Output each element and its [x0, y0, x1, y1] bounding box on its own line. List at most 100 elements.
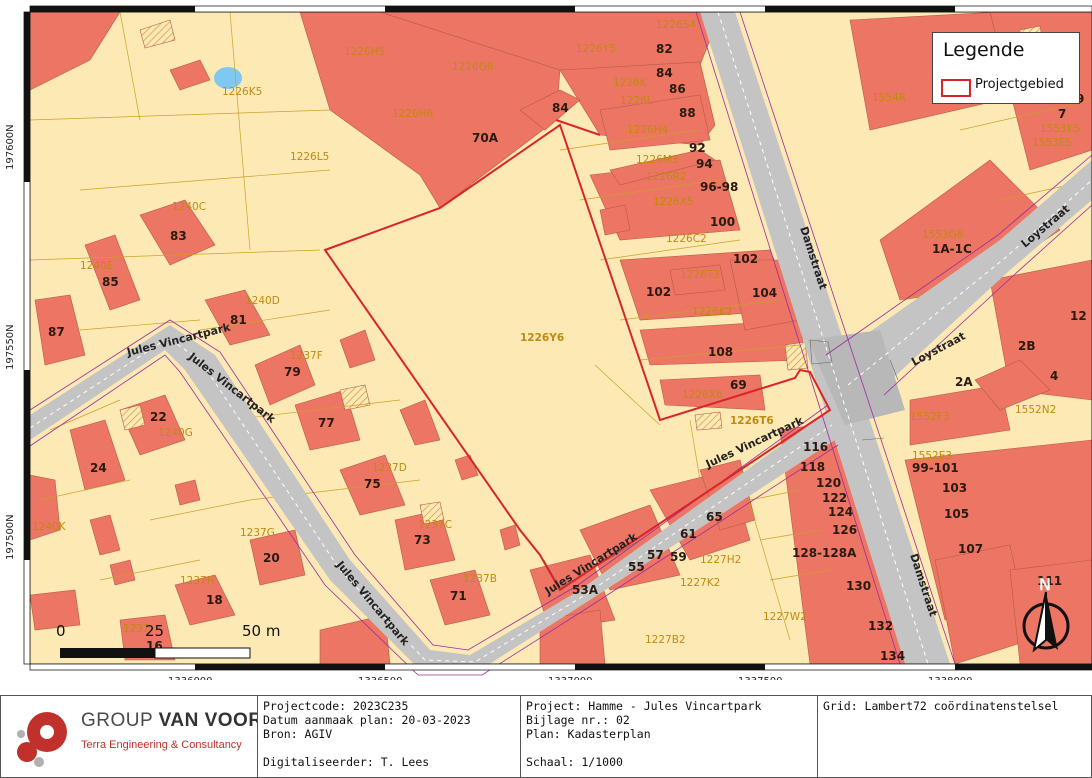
grid-text: Grid: Lambert72 coördinatenstelsel — [823, 699, 1059, 713]
parcel-label: 1240E — [80, 260, 113, 272]
parcel-label: 1226H5 — [344, 46, 385, 58]
house-number: 65 — [706, 510, 723, 524]
company-logo-icon — [17, 712, 67, 767]
scale-label: 25 — [145, 622, 164, 640]
plan-text: Plan: Kadasterplan — [526, 727, 651, 741]
parcel-label: 1553E5 — [1032, 137, 1072, 149]
north-arrow-icon: N — [1022, 575, 1070, 653]
house-number: 73 — [414, 533, 431, 547]
house-number: 122 — [822, 491, 847, 505]
parcel-label: 1226X6 — [682, 389, 723, 401]
parcel-label: 1226R2 — [646, 171, 687, 183]
house-number: 99-101 — [912, 461, 959, 475]
house-number: 75 — [364, 477, 381, 491]
grid-x-label: 1337000 — [548, 676, 593, 680]
house-number: 132 — [868, 619, 893, 633]
grid-x-label: 1336000 — [168, 676, 213, 680]
house-number: 85 — [102, 275, 119, 289]
grid-x-label: 1336500 — [358, 676, 403, 680]
parcel-label: 1226Y6 — [520, 332, 564, 344]
house-number: 57 — [647, 548, 664, 562]
house-number: 24 — [90, 461, 107, 475]
house-number: 79 — [284, 365, 301, 379]
house-number: 2B — [1018, 339, 1036, 353]
parcel-lines — [29, 11, 1092, 641]
parcel-label: 1240C — [172, 201, 206, 213]
grid-x-label: 1338000 — [928, 676, 973, 680]
house-number: 1A-1C — [932, 242, 972, 256]
projectcode-text: Projectcode: 2023C235 — [263, 699, 409, 713]
parcel-label: 1226H6 — [392, 108, 434, 120]
house-number: 102 — [646, 285, 671, 299]
house-number: 12 — [1070, 309, 1087, 323]
grid-y-label: 197550N — [5, 324, 16, 370]
project-info-cell: Project: Hamme - Jules Vincartpark Bijla… — [520, 695, 818, 778]
house-number: 128-128A — [792, 546, 857, 560]
grid-x-label: 1337500 — [738, 676, 783, 680]
parcel-label: 1237H — [180, 575, 215, 587]
legend-swatch-project — [941, 79, 971, 97]
parcel-label: 1240K — [32, 521, 67, 533]
roads — [29, 11, 1092, 676]
parcel-label: 1226T3 — [680, 269, 720, 281]
house-number: 82 — [656, 42, 673, 56]
map-area — [29, 11, 1092, 676]
house-number: 7 — [1058, 107, 1066, 121]
parcel-label: 1226G6 — [452, 61, 494, 73]
parcel-label: 1226L — [620, 95, 653, 107]
parcel-label: 1553K5 — [1040, 123, 1080, 135]
legend-item-label: Projectgebied — [975, 77, 1064, 92]
house-number: 9 — [1076, 92, 1084, 106]
parcel-label: 1226T6 — [730, 415, 774, 427]
house-number: 96-98 — [700, 180, 738, 194]
house-number: 105 — [944, 507, 969, 521]
parcel-label: 1226S4 — [656, 19, 696, 31]
parcel-label: 1226C2 — [666, 233, 707, 245]
house-number: 55 — [628, 560, 645, 574]
house-number: 18 — [206, 593, 223, 607]
grid-y-label: 197500N — [5, 514, 16, 560]
parcel-label: 1227H2 — [700, 554, 741, 566]
house-number: 107 — [958, 542, 983, 556]
house-number: 111 — [1037, 574, 1062, 588]
parcel-label: 1240D — [245, 295, 280, 307]
parcel-label: 1237F — [290, 350, 323, 362]
project-text: Project: Hamme - Jules Vincartpark — [526, 699, 762, 713]
parcel-label: 1553G6 — [922, 229, 964, 241]
logo-cell: GROUP VAN VOOREN Terra Engineering & Con… — [0, 695, 289, 778]
house-number: 103 — [942, 481, 967, 495]
parcel-label: 1226L5 — [290, 151, 329, 163]
company-name: GROUP VAN VOOREN — [81, 710, 290, 731]
house-number: 86 — [669, 82, 686, 96]
house-number: 83 — [170, 229, 187, 243]
parcel-label: 1227K2 — [680, 577, 720, 589]
parcel-label: 1226K — [613, 77, 648, 89]
house-number: 4 — [1050, 369, 1058, 383]
parcel-labels: 1226S4 1226Y5 1226H5 1226G6 1226K5 1226H… — [32, 19, 1080, 646]
parcel-label: 1226Y5 — [576, 43, 616, 55]
parcel-label: 1226H4 — [627, 124, 669, 136]
house-number: 88 — [679, 106, 696, 120]
house-number: 104 — [752, 286, 777, 300]
project-meta-cell: Projectcode: 2023C235 Datum aanmaak plan… — [257, 695, 521, 778]
parcel-label: 1552E3 — [912, 450, 952, 462]
parcel-label: 1240G — [158, 427, 193, 439]
house-number: 2A — [955, 375, 973, 389]
annex-text: Bijlage nr.: 02 — [526, 713, 630, 727]
company-subtitle: Terra Engineering & Consultancy — [81, 739, 242, 751]
house-number: 61 — [680, 527, 697, 541]
parcel-label: 1552F3 — [910, 411, 949, 423]
house-number: 100 — [710, 215, 735, 229]
house-number: 53A — [572, 583, 599, 597]
parcel-label: 1226X5 — [653, 196, 694, 208]
legend-title: Legende — [943, 39, 1025, 61]
house-number: 116 — [803, 440, 828, 454]
house-number: 84 — [552, 101, 569, 115]
house-number: 87 — [48, 325, 65, 339]
grid-labels: 197600N 197550N 197500N 1336000 1336500 … — [5, 124, 973, 680]
grid-y-label: 197600N — [5, 124, 16, 170]
legend: Legende Projectgebied — [932, 32, 1080, 104]
house-number: 71 — [450, 589, 467, 603]
parcel-label: 1226K5 — [222, 86, 262, 98]
house-number: 77 — [318, 416, 335, 430]
